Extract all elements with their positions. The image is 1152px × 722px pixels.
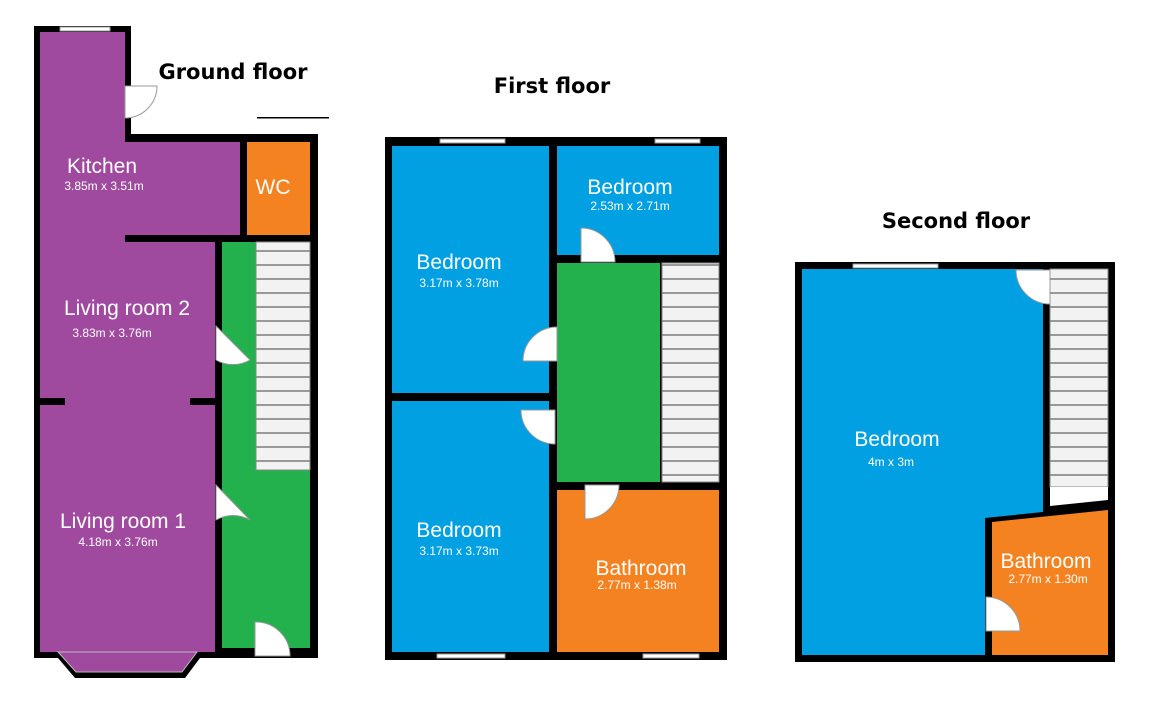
stairs <box>1049 268 1109 488</box>
room-name: Bathroom <box>595 557 686 580</box>
stairs <box>255 241 311 471</box>
window <box>436 653 506 659</box>
kitchen-opening <box>40 235 125 245</box>
window <box>642 653 700 659</box>
kitchen-room <box>40 32 125 147</box>
window <box>852 263 939 269</box>
window <box>439 138 506 144</box>
door-icon <box>522 326 558 362</box>
bedroom-1 <box>392 146 549 393</box>
window <box>59 26 111 32</box>
room-dims: 3.17m x 3.73m <box>419 544 498 558</box>
window <box>654 138 701 144</box>
door-icon <box>124 85 158 119</box>
door-icon <box>254 621 291 657</box>
bay-window <box>56 651 198 673</box>
floor-title: Ground floor <box>158 60 308 84</box>
room-dims: 4.18m x 3.76m <box>78 535 157 549</box>
room-dims: 2.53m x 2.71m <box>590 199 669 213</box>
second-floor: Second floor Bedroom 4m x 3m Bathroom 2.… <box>795 209 1115 662</box>
room-name: Living room 1 <box>60 510 186 533</box>
door-icon <box>985 596 1021 632</box>
room-name: Bedroom <box>854 428 939 451</box>
wc-room <box>247 142 310 235</box>
landing <box>1050 487 1108 506</box>
bathroom <box>992 510 1108 655</box>
kitchen-room-main <box>40 142 240 235</box>
door-icon <box>520 409 556 445</box>
room-dims: 4m x 3m <box>868 455 914 469</box>
window <box>257 117 329 119</box>
door-icon <box>1015 269 1051 305</box>
door-icon <box>215 324 251 366</box>
landing <box>557 263 660 482</box>
room-name: Living room 2 <box>64 297 190 320</box>
bedroom-3 <box>392 401 549 652</box>
bathroom <box>557 490 719 652</box>
room-dims: 2.77m x 1.30m <box>1008 572 1087 586</box>
room-name: Bathroom <box>1000 550 1091 573</box>
bedroom <box>802 269 1043 655</box>
living-room-2 <box>40 242 215 398</box>
door-icon <box>584 484 620 520</box>
room-name: Bedroom <box>587 176 672 199</box>
ground-floor: Ground floor Kitchen 3.85m x 3.51m WC Li… <box>34 26 329 678</box>
room-dims: 3.17m x 3.78m <box>419 276 498 290</box>
living-opening <box>65 396 190 408</box>
living-room-1 <box>40 405 215 652</box>
door-icon <box>215 483 251 521</box>
room-name: Kitchen <box>67 155 137 178</box>
room-dims: 3.83m x 3.76m <box>72 326 151 340</box>
first-floor: First floor Bedroom 3.17m x 3.78m Bedroo… <box>385 74 727 660</box>
room-dims: 2.77m x 1.38m <box>597 578 676 592</box>
stairs <box>661 262 720 483</box>
floor-title: Second floor <box>882 209 1031 233</box>
room-name: Bedroom <box>416 519 501 542</box>
floor-title: First floor <box>494 74 611 98</box>
room-name: WC <box>256 176 291 199</box>
room-dims: 3.85m x 3.51m <box>64 179 143 193</box>
room-name: Bedroom <box>416 251 501 274</box>
door-icon <box>580 227 616 263</box>
